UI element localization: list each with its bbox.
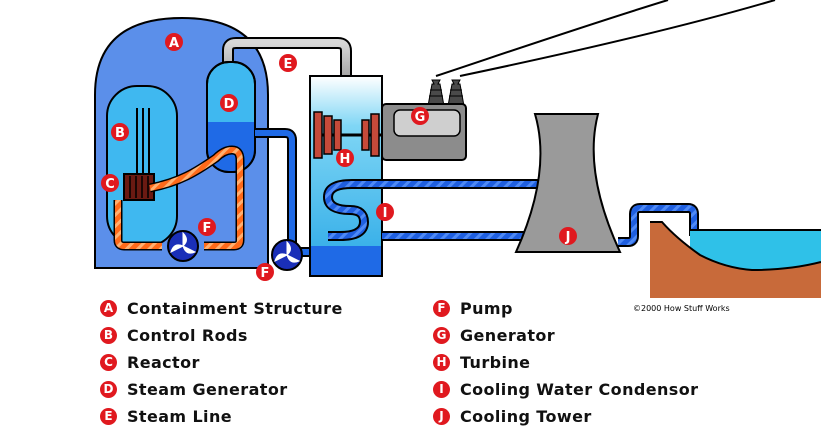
marker-c: C [101,174,119,192]
marker-h-letter: H [340,152,351,167]
legend-badge-g: G [433,326,450,344]
legend-right: F Pump G Generator H Turbine I Cooling W… [433,297,733,432]
marker-b: B [111,123,129,141]
marker-f-primary: F [198,218,216,236]
legend-badge-a: A [100,299,117,317]
marker-i: I [376,203,394,221]
marker-e: E [279,54,297,72]
legend-item-reactor: C Reactor [100,351,200,373]
legend-left: A Containment Structure B Control Rods C… [100,297,400,432]
legend-badge-f: F [433,299,450,317]
legend-badge-e: E [100,407,117,425]
marker-i-letter: I [383,206,388,221]
legend-label-turbine: Turbine [460,352,531,372]
legend-label-pump: Pump [460,298,513,318]
turbine [313,111,392,159]
marker-f-feedwater: F [256,263,274,281]
legend-item-cooling-tower: J Cooling Tower [433,405,592,427]
marker-j: J [559,227,577,245]
marker-d: D [220,94,238,112]
legend-item-condensor: I Cooling Water Condensor [433,378,698,400]
legend-badge-b: B [100,326,117,344]
legend-label-steam-generator: Steam Generator [127,379,288,399]
marker-d-letter: D [224,97,235,112]
marker-a: A [165,33,183,51]
riverbank [650,222,821,298]
legend-badge-d: D [100,380,117,398]
generator [381,103,467,161]
legend-item-steam-line: E Steam Line [100,405,232,427]
legend-label-generator: Generator [460,325,556,345]
legend-item-pump: F Pump [433,297,513,319]
marker-g: G [411,107,429,125]
marker-j-letter: J [565,230,571,245]
legend-label-containment: Containment Structure [127,298,343,318]
power-lines [435,0,776,77]
legend-label-cooling-tower: Cooling Tower [460,406,592,426]
legend-label-reactor: Reactor [127,352,200,372]
legend-item-turbine: H Turbine [433,351,530,373]
reactor-coolant-pump [167,230,199,262]
legend-badge-c: C [100,353,117,371]
cooling-water-pipes [382,179,540,241]
marker-c-letter: C [105,177,115,192]
marker-e-letter: E [284,57,293,72]
legend-label-condensor: Cooling Water Condensor [460,379,699,399]
marker-b-letter: B [115,126,125,141]
legend-badge-h: H [433,353,450,371]
legend-label-steam-line: Steam Line [127,406,232,426]
legend-item-control-rods: B Control Rods [100,324,248,346]
legend-badge-j: J [433,407,450,425]
legend-item-steam-generator: D Steam Generator [100,378,288,400]
copyright-credit: ©2000 How Stuff Works [633,304,730,313]
legend-badge-i: I [433,380,450,398]
legend-item-containment: A Containment Structure [100,297,343,319]
control-rods [136,108,150,180]
marker-f-primary-letter: F [203,221,212,236]
marker-g-letter: G [415,110,426,125]
generator-insulators [427,79,465,107]
cooling-tower [514,113,622,253]
marker-h: H [336,149,354,167]
legend-item-generator: G Generator [433,324,555,346]
marker-a-letter: A [169,36,179,51]
legend-label-control-rods: Control Rods [127,325,248,345]
marker-f-feedwater-letter: F [261,266,270,281]
reactor-core [123,173,155,201]
feedwater-pump [271,239,303,271]
